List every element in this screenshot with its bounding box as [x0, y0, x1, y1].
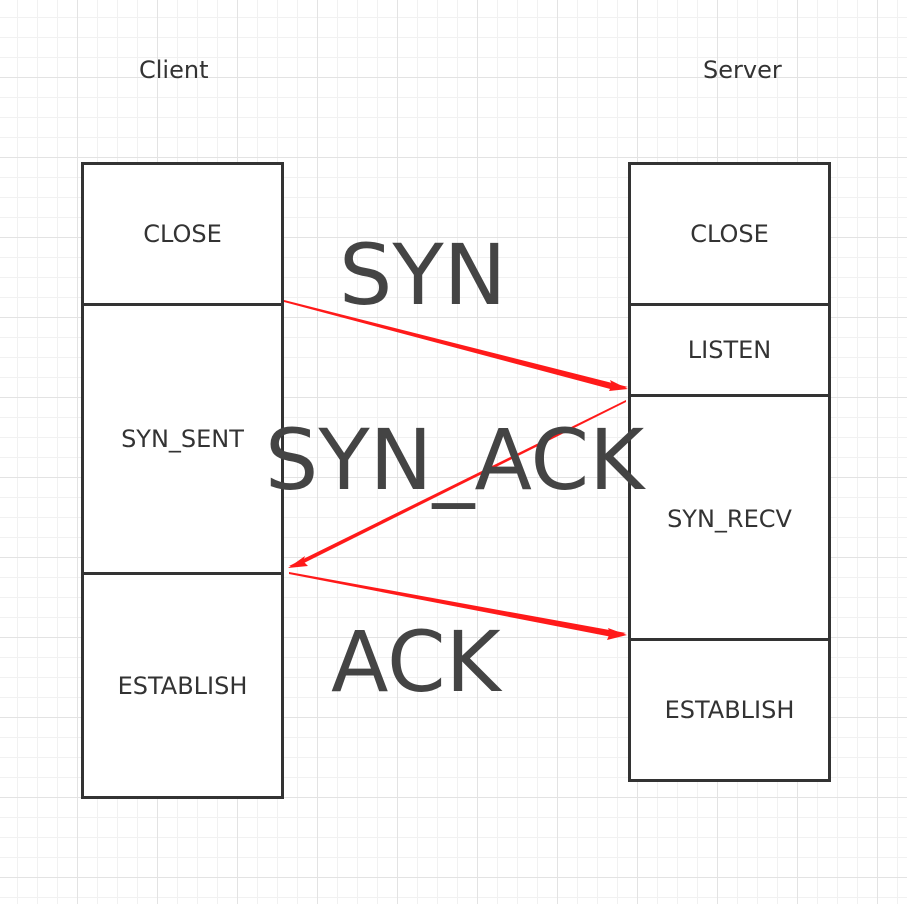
syn-ack-label: SYN_ACK [265, 411, 645, 509]
client-state-establish: ESTABLISH [81, 572, 284, 799]
syn-ack-arrow-head [288, 556, 308, 568]
server-state-close: CLOSE [628, 162, 831, 306]
ack-label: ACK [331, 613, 501, 711]
ack-arrow-shaft [289, 572, 626, 637]
client-state-syn-sent: SYN_SENT [81, 303, 284, 575]
server-state-establish: ESTABLISH [628, 638, 831, 782]
server-title: Server [703, 56, 782, 84]
syn-ack-arrow-shaft [289, 400, 626, 566]
server-state-syn-recv: SYN_RECV [628, 394, 831, 643]
syn-arrow-head [609, 380, 628, 391]
syn-label: SYN [339, 226, 507, 324]
client-title: Client [139, 56, 209, 84]
ack-arrow-head [607, 628, 627, 640]
syn-arrow-shaft [284, 300, 628, 390]
